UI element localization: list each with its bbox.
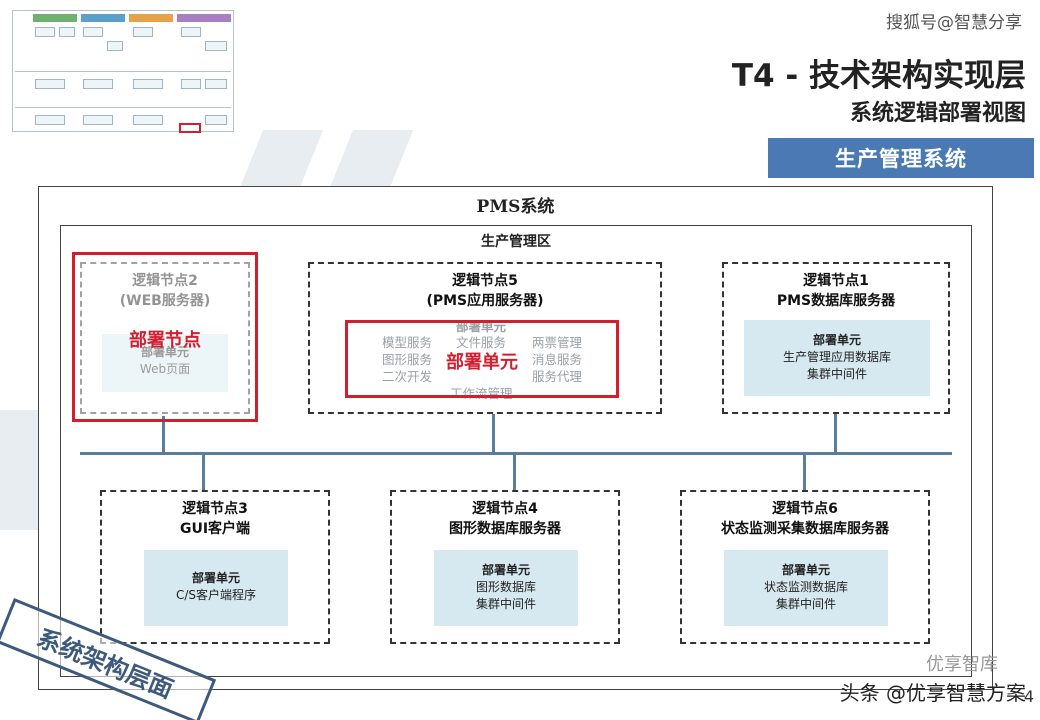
bottom-watermark: 头条 @优享智慧方案 <box>839 681 1026 705</box>
brand-watermark: 优享智库 <box>926 654 998 675</box>
service-item: 两票管理 <box>532 335 583 350</box>
logic-node-1[interactable]: 逻辑节点1 PMS数据库服务器 部署单元 生产管理应用数据库 集群中间件 <box>722 262 950 414</box>
bus-connector <box>834 414 837 453</box>
thumb-row-divider <box>15 107 231 108</box>
thumb-cell <box>35 27 55 37</box>
deploy-unit[interactable]: 部署单元 C/S客户端程序 <box>144 550 288 626</box>
thumb-cell <box>181 27 201 37</box>
thumb-current-highlight <box>179 123 201 133</box>
node-title-line1: 逻辑节点4 <box>472 501 538 517</box>
logic-node-3[interactable]: 逻辑节点3 GUI客户端 部署单元 C/S客户端程序 <box>100 490 330 644</box>
node-title-line2: GUI客户端 <box>179 521 251 537</box>
service-item: 消息服务 <box>532 352 583 367</box>
deploy-unit-head: 部署单元 <box>140 345 189 359</box>
production-zone-frame <box>60 225 972 677</box>
page-title: T4 - 技术架构实现层 <box>731 58 1026 94</box>
node-title-line2: PMS数据库服务器 <box>776 293 896 309</box>
deploy-unit-head: 部署单元 <box>812 333 861 347</box>
deploy-unit[interactable]: 部署单元 Web页面 <box>102 334 228 392</box>
deploy-unit-line: 集群中间件 <box>775 597 836 611</box>
deploy-unit[interactable]: 部署单元 生产管理应用数据库 集群中间件 <box>744 320 930 396</box>
thumb-cell <box>107 41 123 51</box>
deploy-unit-head: 部署单元 <box>781 563 830 577</box>
production-zone-title: 生产管理区 <box>481 234 551 250</box>
overview-thumbnail[interactable] <box>12 10 234 133</box>
deploy-unit[interactable]: 部署单元 图形数据库 集群中间件 <box>434 550 578 626</box>
node-title-line2: 图形数据库服务器 <box>449 521 561 537</box>
page-number: 4 <box>1023 687 1034 706</box>
deploy-unit-line: C/S客户端程序 <box>175 588 257 602</box>
thumb-col-header <box>129 14 173 22</box>
node-title-line2: (WEB服务器) <box>119 293 211 309</box>
service-item: 文件服务 <box>456 335 507 350</box>
background-stripe <box>0 410 40 530</box>
thumb-row-divider <box>15 71 231 72</box>
service-item: 二次开发 <box>382 369 433 384</box>
service-item: 图形服务 <box>382 352 433 367</box>
thumb-cell <box>83 79 113 89</box>
thumb-cell <box>35 79 65 89</box>
service-item: 服务代理 <box>532 369 583 384</box>
bus-connector <box>162 416 165 453</box>
node-title-line1: 逻辑节点3 <box>182 501 248 517</box>
thumb-cell <box>83 115 113 125</box>
thumb-cell <box>181 79 201 89</box>
thumb-cell <box>205 79 227 89</box>
network-bus <box>80 452 952 455</box>
logic-node-5[interactable]: 逻辑节点5 (PMS应用服务器) 部署单元 模型服务 文件服务 两票管理 图形服… <box>308 262 662 414</box>
deploy-unit-line: 集群中间件 <box>806 367 867 381</box>
bus-connector <box>803 454 806 491</box>
deploy-unit-head: 部署单元 <box>481 563 530 577</box>
service-item: 模型服务 <box>382 335 433 350</box>
thumb-cell <box>205 115 227 125</box>
thumb-cell <box>133 115 163 125</box>
bus-connector <box>202 454 205 491</box>
thumb-cell <box>205 41 227 51</box>
deploy-unit-line: 状态监测数据库 <box>763 580 848 594</box>
deploy-unit-highlight <box>345 320 619 398</box>
thumb-cell <box>133 79 163 89</box>
bus-connector <box>492 414 495 453</box>
system-banner: 生产管理系统 <box>768 138 1034 178</box>
deploy-node-label: 部署节点 <box>129 330 201 351</box>
deploy-unit-label: 部署单元 <box>446 352 518 373</box>
logic-node-4[interactable]: 逻辑节点4 图形数据库服务器 部署单元 图形数据库 集群中间件 <box>390 490 620 644</box>
node-title-line1: 逻辑节点5 <box>452 273 518 289</box>
deploy-unit[interactable]: 部署单元 状态监测数据库 集群中间件 <box>724 550 888 626</box>
thumb-col-header <box>81 14 125 22</box>
deploy-unit-head: 部署单元 <box>191 571 240 585</box>
bus-connector <box>513 454 516 491</box>
logic-node-6[interactable]: 逻辑节点6 状态监测采集数据库服务器 部署单元 状态监测数据库 集群中间件 <box>680 490 930 644</box>
thumb-cell <box>133 27 153 37</box>
node-title-line1: 逻辑节点2 <box>132 273 198 289</box>
thumb-cell <box>59 27 75 37</box>
pms-system-title: PMS系统 <box>476 197 555 217</box>
thumb-cell <box>83 27 103 37</box>
node-title-line2: (PMS应用服务器) <box>426 293 544 309</box>
node-title-line2: 状态监测采集数据库服务器 <box>721 521 889 537</box>
node-title-line1: 逻辑节点1 <box>803 273 869 289</box>
top-watermark: 搜狐号@智慧分享 <box>886 13 1022 33</box>
deploy-unit-line: 图形数据库 <box>475 580 536 594</box>
deploy-unit-line: 生产管理应用数据库 <box>782 350 891 364</box>
logic-node-2[interactable]: 逻辑节点2 (WEB服务器) 部署单元 Web页面 <box>80 262 250 414</box>
thumb-cell <box>35 115 65 125</box>
thumb-col-header <box>177 14 231 22</box>
page-subtitle: 系统逻辑部署视图 <box>849 101 1026 126</box>
thumb-col-header <box>33 14 77 22</box>
deploy-unit-line: 集群中间件 <box>475 597 536 611</box>
deploy-unit-line: Web页面 <box>139 362 191 376</box>
node-title-line1: 逻辑节点6 <box>772 501 838 517</box>
deploy-node-highlight <box>72 252 258 422</box>
